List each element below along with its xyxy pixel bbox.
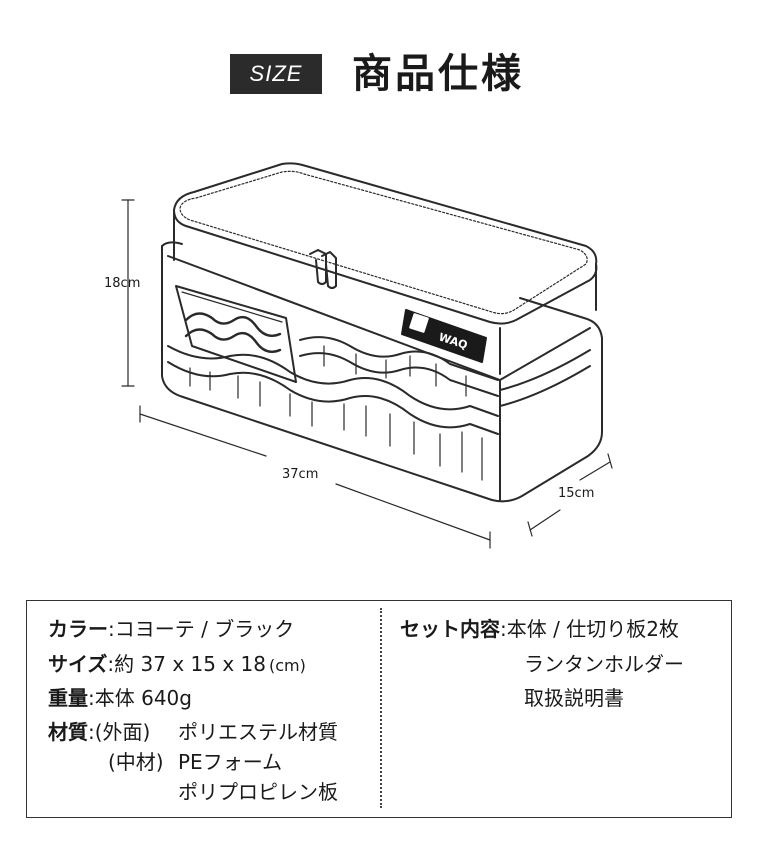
spec-weight-value: 本体 640g xyxy=(94,686,192,710)
lower-tray xyxy=(161,241,603,503)
height-dimension-line xyxy=(121,199,135,387)
spec-contents-row: セット内容:本体 / 仕切り板2枚 xyxy=(400,617,679,641)
spec-weight-key: 重量 xyxy=(48,686,88,710)
spec-divider xyxy=(380,608,382,808)
spec-color-value: コヨーテ / ブラック xyxy=(114,617,295,641)
product-illustration: WAQ xyxy=(121,162,613,549)
spec-contents-item: 取扱説明書 xyxy=(524,686,624,710)
spec-material-inner-value-2: ポリプロピレン板 xyxy=(178,780,338,804)
lid-box xyxy=(173,162,598,375)
spec-material-row: 材質:(外面) xyxy=(48,720,150,744)
spec-material-outer-label: (外面) xyxy=(94,720,151,744)
spec-contents-item: ランタンホルダー xyxy=(524,652,684,676)
spec-contents-item: 本体 / 仕切り板2枚 xyxy=(506,617,679,641)
brand-logo xyxy=(401,309,487,363)
spec-material-inner-value-1: PEフォーム xyxy=(178,750,283,774)
zipper-pull xyxy=(309,249,337,289)
spec-size-unit: (cm) xyxy=(268,656,306,675)
spec-material-outer-value: ポリエステル材質 xyxy=(178,720,338,744)
front-pocket xyxy=(175,285,297,383)
depth-label: 15cm xyxy=(558,486,595,501)
spec-color-row: カラー:コヨーテ / ブラック xyxy=(48,617,294,641)
spec-material-key: 材質 xyxy=(48,720,88,744)
spec-size-sep: : xyxy=(107,652,115,676)
width-dimension-line xyxy=(139,405,491,549)
spec-size-value: 約 37 x 15 x 18 xyxy=(114,652,266,676)
size-badge: SIZE xyxy=(230,54,322,94)
width-label: 37cm xyxy=(282,467,319,482)
spec-material-inner-label: (中材) xyxy=(108,750,164,774)
spec-box xyxy=(26,600,732,818)
spec-material-sep: : xyxy=(88,720,95,744)
spec-contents-sep: : xyxy=(500,617,507,641)
spec-color-sep: : xyxy=(108,617,115,641)
spec-color-key: カラー xyxy=(48,617,108,641)
header: SIZE 商品仕様 xyxy=(0,44,760,104)
page-title: 商品仕様 xyxy=(352,51,524,97)
spec-size-row: サイズ:約 37 x 15 x 18(cm) xyxy=(48,652,306,678)
height-label: 18cm xyxy=(104,276,141,291)
spec-size-key: サイズ xyxy=(48,652,108,676)
depth-dimension-line xyxy=(527,453,613,537)
spec-contents-key: セット内容 xyxy=(400,617,500,641)
spec-weight-row: 重量:本体 640g xyxy=(48,686,192,710)
spec-weight-sep: : xyxy=(88,686,95,710)
